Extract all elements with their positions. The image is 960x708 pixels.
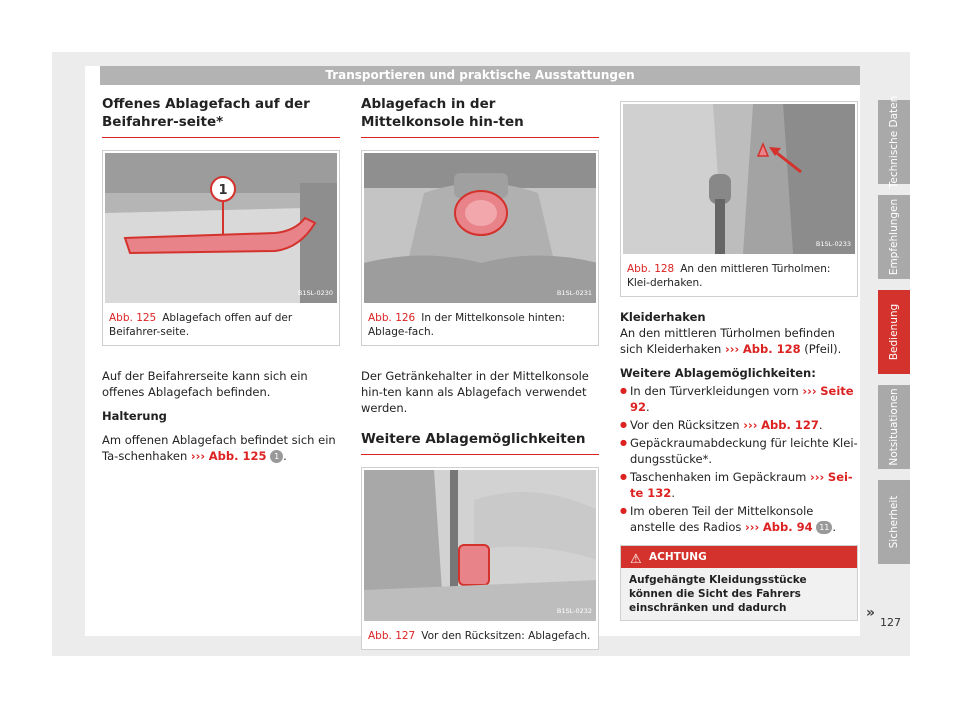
tab-technische-daten[interactable]: Technische Daten (878, 96, 910, 188)
link-seite-132[interactable]: Sei-te 132 (630, 470, 853, 500)
list-heading: Weitere Ablagemöglichkeiten: (620, 366, 816, 380)
column-left: Offenes Ablagefach auf der Beifahrer-sei… (102, 95, 340, 472)
section-heading: Offenes Ablagefach auf der Beifahrer-sei… (102, 95, 340, 138)
link-abb-125[interactable]: Abb. 125 (208, 449, 267, 463)
page-header: Transportieren und praktische Ausstattun… (100, 66, 860, 85)
section-heading-2: Weitere Ablagemöglichkeiten (361, 430, 599, 455)
figure-code: B1SL-0233 (815, 240, 851, 248)
list-item: Im oberen Teil der Mittelkonsole anstell… (620, 503, 858, 535)
link-abb-127[interactable]: Abb. 127 (761, 418, 819, 432)
section-heading: Ablagefach in der Mittelkonsole hin-ten (361, 95, 599, 138)
column-middle: Ablagefach in der Mittelkonsole hin-ten … (361, 95, 599, 650)
tab-bedienung[interactable]: Bedienung (878, 290, 910, 374)
continue-icon: » (865, 605, 875, 621)
tab-notsituationen[interactable]: Notsituationen (878, 385, 910, 469)
link-seite-92[interactable]: Seite 92 (630, 384, 854, 414)
figure-image: 1 B1SL-0230 (105, 153, 337, 303)
tab-sicherheit[interactable]: Sicherheit (878, 480, 910, 564)
storage-list: In den Türverkleidungen vorn ››› Seite 9… (620, 383, 858, 535)
paragraph: Auf der Beifahrerseite kann sich ein off… (102, 369, 308, 399)
paragraph: An den mittleren Türholmen befinden sich… (620, 326, 842, 356)
subheading: Kleiderhaken (620, 310, 706, 324)
page-number: 127 (880, 616, 901, 629)
warning-icon: ⚠ (630, 552, 642, 567)
figure-image: B1SL-0232 (364, 470, 596, 621)
list-item: Gepäckraumabdeckung für leichte Klei-dun… (620, 435, 858, 467)
figure-callout: 1 (218, 183, 227, 198)
warning-text: Aufgehängte Kleidungsstücke können die S… (621, 568, 875, 620)
warning-box: ⚠ ACHTUNG Aufgehängte Kleidungsstücke kö… (620, 545, 875, 621)
list-item: Vor den Rücksitzen ››› Abb. 127. (620, 417, 858, 433)
warning-header: ⚠ ACHTUNG (621, 546, 857, 568)
callout-badge: 11 (816, 521, 833, 534)
figure-image: B1SL-0233 (623, 104, 855, 254)
link-abb-128[interactable]: Abb. 128 (742, 342, 801, 356)
link-abb-94[interactable]: Abb. 94 (762, 520, 813, 534)
list-item: In den Türverkleidungen vorn ››› Seite 9… (620, 383, 858, 415)
chapter-tabs: Technische Daten Empfehlungen Bedienung … (878, 96, 910, 575)
figure-image: B1SL-0231 (364, 153, 596, 303)
figure-code: B1SL-0231 (556, 289, 592, 297)
paragraph: Der Getränkehalter in der Mittelkonsole … (361, 369, 589, 415)
figure-code: B1SL-0230 (297, 289, 333, 297)
tab-empfehlungen[interactable]: Empfehlungen (878, 195, 910, 279)
callout-badge: 1 (270, 450, 284, 463)
paragraph: Am offenen Ablagefach befindet sich ein … (102, 433, 336, 463)
figure-code: B1SL-0232 (556, 607, 592, 615)
list-item: Taschenhaken im Gepäckraum ››› Sei-te 13… (620, 469, 858, 501)
subheading: Halterung (102, 409, 167, 423)
